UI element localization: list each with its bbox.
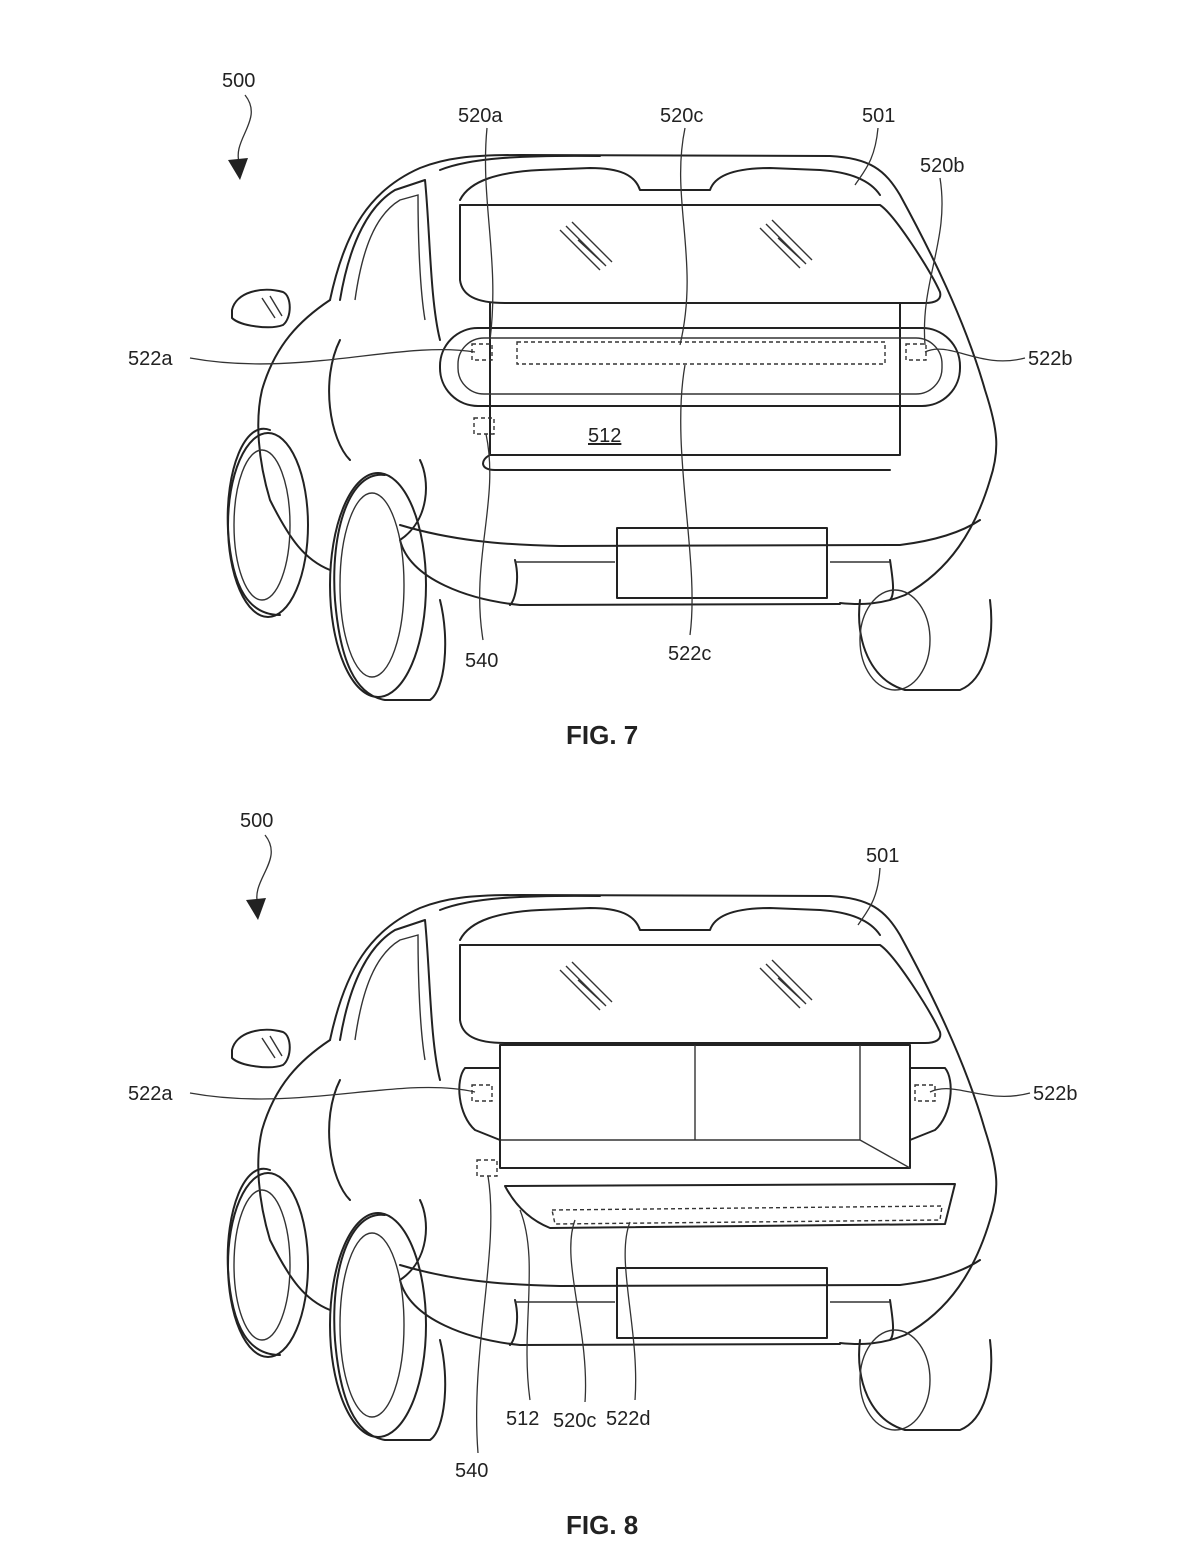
label-512: 512 bbox=[506, 1408, 539, 1430]
label-512: 512 bbox=[588, 425, 621, 447]
label-501: 501 bbox=[862, 105, 895, 127]
label-522a: 522a bbox=[128, 1083, 173, 1105]
label-540: 540 bbox=[455, 1460, 488, 1482]
figure-8: 500 501 522a 522b 512 520c 522d 540 FIG.… bbox=[128, 810, 1078, 1540]
label-522d: 522d bbox=[606, 1408, 651, 1430]
label-520b: 520b bbox=[920, 155, 965, 177]
label-540: 540 bbox=[465, 650, 498, 672]
label-520a: 520a bbox=[458, 105, 503, 127]
label-522b: 522b bbox=[1028, 348, 1073, 370]
cargo-opening bbox=[499, 1044, 911, 1169]
tailgate bbox=[504, 1183, 956, 1229]
lamp-left bbox=[471, 1084, 493, 1102]
lamp-right bbox=[914, 1084, 936, 1102]
tailgate-light bbox=[551, 1205, 943, 1225]
label-522a: 522a bbox=[128, 348, 173, 370]
label-522b: 522b bbox=[1033, 1083, 1078, 1105]
label-500: 500 bbox=[222, 70, 255, 92]
lamp-right bbox=[905, 343, 927, 361]
label-520c: 520c bbox=[553, 1410, 596, 1432]
label-500: 500 bbox=[240, 810, 273, 832]
figure-caption: FIG. 8 bbox=[566, 1510, 638, 1540]
figure-7: 500 520a 520c 501 520b 522a 522b 512 540… bbox=[128, 70, 1073, 750]
label-522c: 522c bbox=[668, 643, 711, 665]
tailgate bbox=[489, 302, 901, 456]
sensor bbox=[473, 417, 495, 435]
figure-caption: FIG. 7 bbox=[566, 720, 638, 750]
sensor bbox=[476, 1159, 498, 1177]
light-bar bbox=[439, 327, 961, 407]
label-520c: 520c bbox=[660, 105, 703, 127]
lamp-center bbox=[516, 341, 886, 365]
label-501: 501 bbox=[866, 845, 899, 867]
